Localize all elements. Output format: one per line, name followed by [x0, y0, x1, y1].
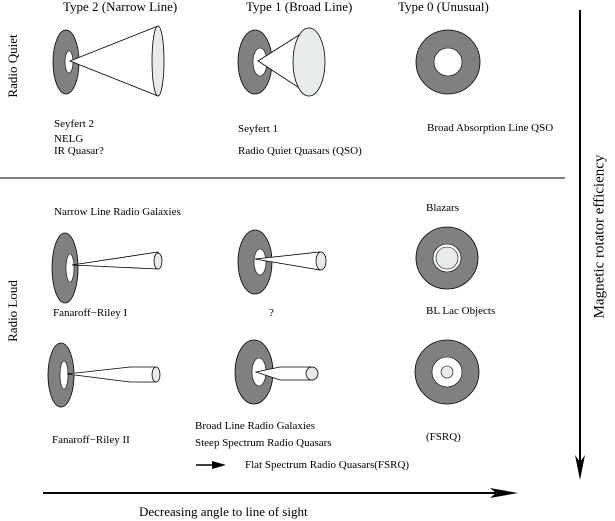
- jet-icon: [71, 251, 159, 270]
- fsrq-note-arrowhead: [212, 461, 226, 469]
- row-label-radio-quiet: Radio Quiet: [5, 34, 20, 98]
- rq-type0-agn: [415, 29, 481, 95]
- label-bal-qso: Broad Absorption Line QSO: [427, 122, 554, 134]
- bl-lac-agn: [415, 226, 479, 290]
- jet-mouth: [305, 366, 319, 381]
- label-fr1: Fanaroff−Riley I: [53, 307, 128, 319]
- label-seyfert-1: Seyfert 1: [238, 123, 279, 135]
- torus-hole: [65, 253, 75, 283]
- label-fsrq-note: Flat Spectrum Radio Quasars(FSRQ): [245, 459, 410, 471]
- cone-mouth: [292, 27, 326, 97]
- row-label-radio-loud: Radio Loud: [5, 280, 20, 342]
- label-ir-quasar: IR Quasar?: [54, 145, 104, 157]
- fsrq-agn: [414, 339, 480, 405]
- jet-mouth: [153, 252, 163, 270]
- rq-type1-agn: [237, 27, 326, 97]
- jet-icon: [66, 366, 157, 383]
- torus-hole: [433, 47, 463, 77]
- rq-type2-agn: [52, 25, 165, 97]
- efficiency-arrowhead: [575, 455, 585, 480]
- label-fsrq: (FSRQ): [426, 431, 461, 443]
- angle-arrowhead: [490, 488, 518, 498]
- jet-mouth: [151, 366, 161, 383]
- fr2-agn: [47, 342, 161, 408]
- label-narrow-line-radio-galaxies: Narrow Line Radio Galaxies: [54, 206, 181, 218]
- jet-mouth: [315, 251, 327, 271]
- header-type1: Type 1 (Broad Line): [246, 0, 353, 14]
- header-type0: Type 0 (Unusual): [398, 0, 489, 14]
- label-seyfert-2: Seyfert 2: [54, 118, 95, 130]
- torus-hole: [253, 248, 267, 276]
- cone-icon: [68, 25, 159, 97]
- fr1-agn: [51, 232, 163, 304]
- blrg-agn: [234, 339, 319, 405]
- unknown-agn: [237, 229, 327, 295]
- header-type2: Type 2 (Narrow Line): [63, 0, 178, 14]
- label-fr2: Fanaroff−Riley II: [52, 434, 130, 446]
- torus-hole: [59, 360, 69, 390]
- label-nelg: NELG: [54, 133, 84, 145]
- right-axis-label: Magnetic rotator efficiency: [591, 154, 608, 319]
- label-ssrq: Steep Spectrum Radio Quasars: [195, 437, 332, 449]
- label-rq-quasars: Radio Quiet Quasars (QSO): [238, 145, 362, 157]
- torus-icon: [51, 232, 79, 304]
- bottom-axis-label: Decreasing angle to line of sight: [139, 504, 308, 519]
- cone-mouth: [151, 25, 165, 97]
- jet-core: [435, 246, 459, 270]
- label-blazars: Blazars: [426, 202, 459, 214]
- label-blrg: Broad Line Radio Galaxies: [195, 420, 316, 432]
- label-unknown: ?: [269, 307, 274, 319]
- label-bl-lac: BL Lac Objects: [426, 305, 496, 317]
- jet-core: [440, 365, 454, 379]
